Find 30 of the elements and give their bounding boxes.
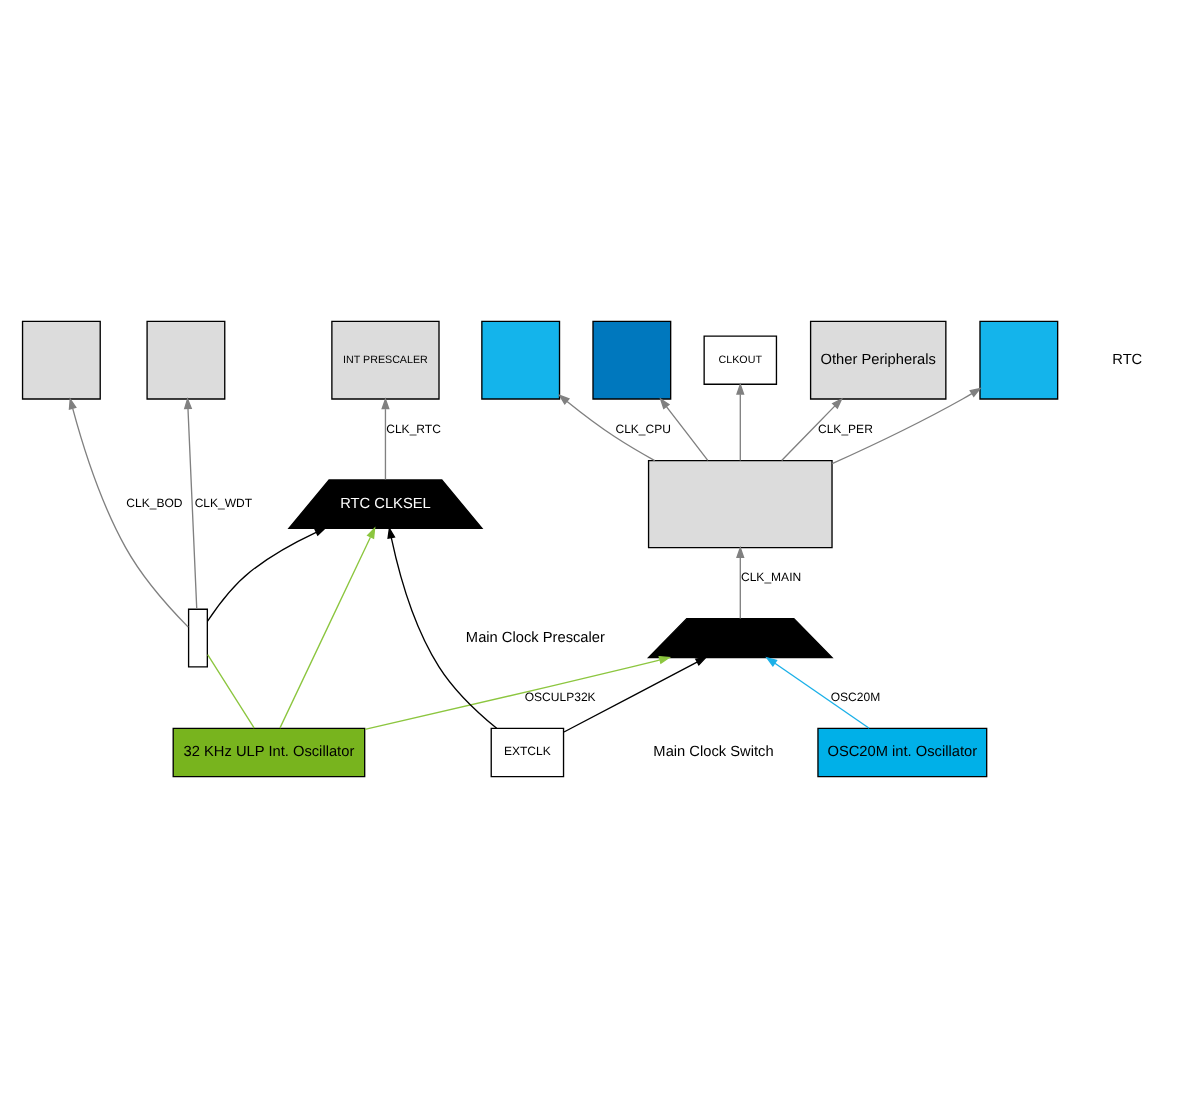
arrow [558,394,656,462]
node-box [21,320,101,400]
node-box [979,320,1059,400]
arrow [279,526,376,729]
node-box [481,320,561,400]
node-box [592,320,672,400]
arrow [563,656,708,733]
arrow [183,397,198,610]
node-box [146,320,226,400]
connector [207,654,255,729]
node-box [187,608,208,668]
arrow [387,526,498,729]
node-box [647,459,833,549]
arrow [781,397,843,462]
arrow [206,527,327,622]
node-box: Other Peripherals [809,320,947,400]
arrow [736,382,745,462]
arrow [736,545,745,620]
label: Main Clock Prescaler [465,627,605,646]
label: RTC [1112,349,1143,368]
arrow [364,655,672,731]
node-box: 32 KHz ULP Int. Oscillator [172,727,366,778]
arrow [659,397,709,462]
label: Main Clock Switch [653,742,774,761]
arrow [68,397,189,628]
arrow [381,397,390,481]
arrow [765,656,870,729]
node-box: OSC20M int. Oscillator [817,727,988,778]
node-trapezium [646,617,834,659]
arrow [831,387,982,465]
